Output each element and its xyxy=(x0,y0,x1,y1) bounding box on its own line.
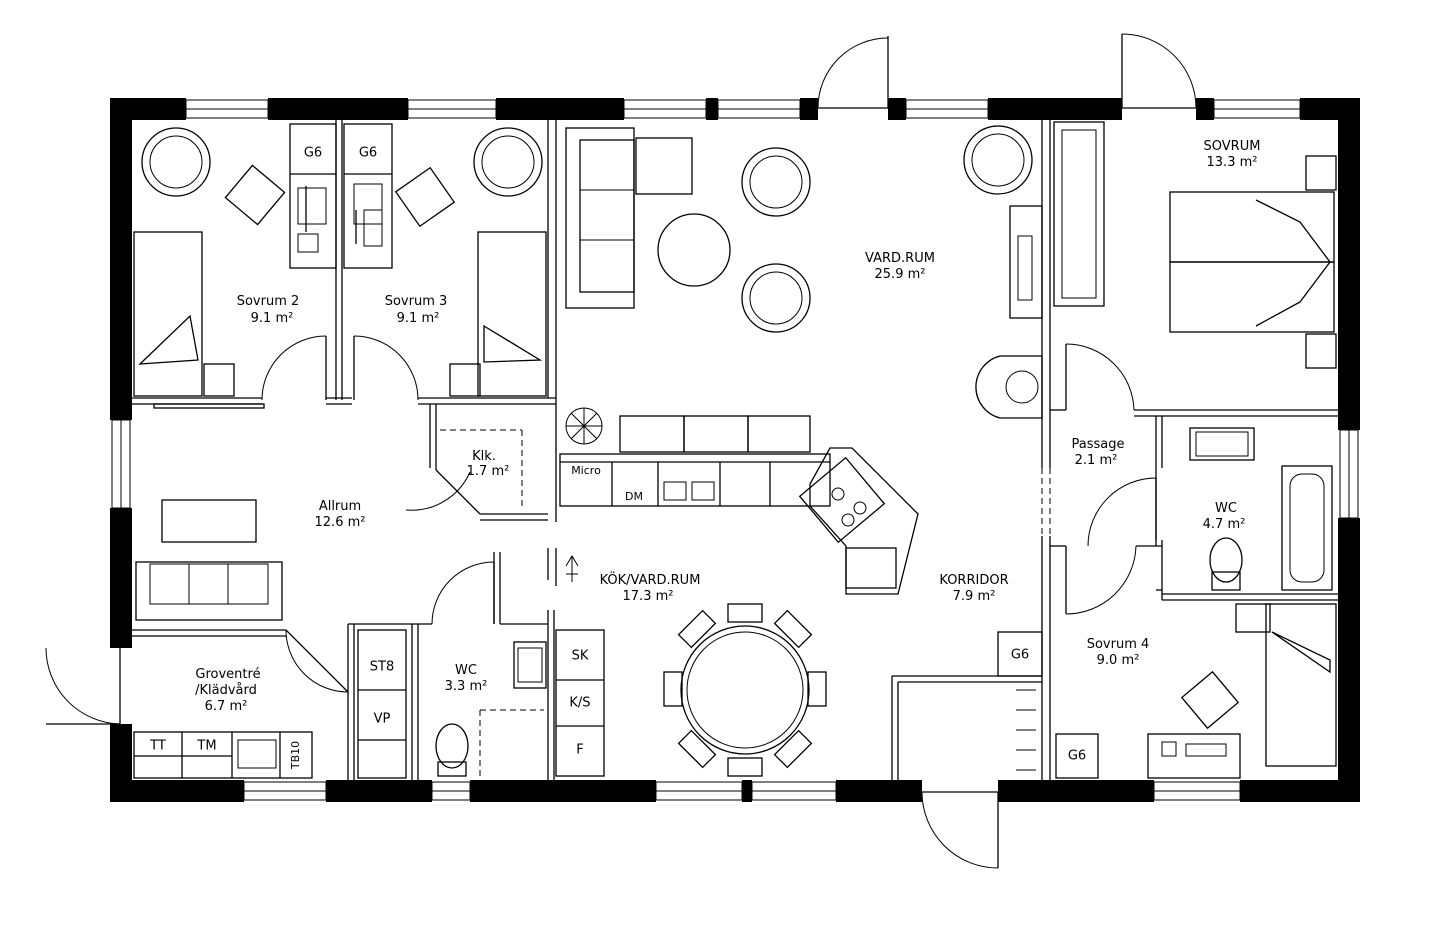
room-name-kok: KÖK/VARD.RUM xyxy=(600,571,701,588)
ks-label: K/S xyxy=(569,696,590,711)
plant-icon xyxy=(565,407,603,445)
room-name-korridor: KORRIDOR xyxy=(939,573,1008,588)
room-name-allrum: Allrum xyxy=(319,499,361,514)
room-name-wc-bath: WC xyxy=(1215,501,1237,516)
exterior-doors xyxy=(45,33,1197,869)
tt-label: TT xyxy=(149,739,166,754)
micro-label: Micro xyxy=(571,464,601,477)
sovrum4-furniture xyxy=(1055,603,1337,779)
interior-doors xyxy=(261,335,1157,693)
room-name-passage: Passage xyxy=(1072,437,1125,452)
room-name-groventre-line2: /Klädvård xyxy=(195,683,257,698)
allrum-furniture xyxy=(135,499,283,621)
exterior-walls xyxy=(110,98,1360,802)
tb10-label: TB10 xyxy=(289,741,302,770)
sovrum-furniture xyxy=(1053,121,1337,369)
room-area-sovrum3: 9.1 m² xyxy=(397,311,440,326)
room-name-wc-small: WC xyxy=(455,663,477,678)
room-labels: Sovrum 2 9.1 m² Sovrum 3 9.1 m² VARD.RUM… xyxy=(195,139,1260,714)
room-area-wc-bath: 4.7 m² xyxy=(1203,517,1246,532)
st8-label: ST8 xyxy=(370,660,394,675)
fixture-labels: G6 G6 Micro DM SK K/S F ST8 VP TT TM TB1… xyxy=(149,146,1086,771)
wc-small-fixtures xyxy=(435,641,547,777)
room-area-klk: 1.7 m² xyxy=(467,464,510,479)
vp-label: VP xyxy=(374,712,391,727)
room-name-klk: Klk. xyxy=(472,449,496,464)
room-name-sovrum4: Sovrum 4 xyxy=(1087,637,1150,652)
korridor-wardrobe xyxy=(997,631,1043,771)
room-area-wc-small: 3.3 m² xyxy=(445,679,488,694)
sovrum2-furniture xyxy=(133,123,337,409)
wc-bath-fixtures xyxy=(1189,427,1333,591)
room-area-allrum: 12.6 m² xyxy=(315,515,366,530)
room-area-kok: 17.3 m² xyxy=(623,589,674,604)
room-area-sovrum4: 9.0 m² xyxy=(1097,653,1140,668)
g6-label-sovrum2: G6 xyxy=(304,146,322,161)
sovrum3-furniture xyxy=(343,123,547,397)
room-area-sovrum: 13.3 m² xyxy=(1207,155,1258,170)
room-name-sovrum: SOVRUM xyxy=(1204,139,1261,154)
dm-label: DM xyxy=(625,490,643,503)
sk-label: SK xyxy=(572,649,589,664)
klk-fixtures xyxy=(440,429,523,510)
room-area-vardrum: 25.9 m² xyxy=(875,267,926,282)
room-area-sovrum2: 9.1 m² xyxy=(251,311,294,326)
room-name-sovrum3: Sovrum 3 xyxy=(385,294,448,309)
kitchen-fixtures xyxy=(555,407,919,777)
room-area-passage: 2.1 m² xyxy=(1075,453,1118,468)
groventre-fixtures xyxy=(133,629,407,779)
room-name-sovrum2: Sovrum 2 xyxy=(237,294,300,309)
g6-label-korridor: G6 xyxy=(1011,648,1029,663)
room-area-groventre: 6.7 m² xyxy=(205,699,248,714)
room-name-groventre: Groventré xyxy=(195,667,260,682)
windows xyxy=(111,99,1359,801)
room-name-vardrum: VARD.RUM xyxy=(865,251,935,266)
g6-label-sovrum3: G6 xyxy=(359,146,377,161)
tm-label: TM xyxy=(196,739,216,754)
vardrum-furniture xyxy=(565,125,1043,419)
room-area-korridor: 7.9 m² xyxy=(953,589,996,604)
f-label: F xyxy=(576,743,583,758)
g6-label-sovrum4: G6 xyxy=(1068,749,1086,764)
